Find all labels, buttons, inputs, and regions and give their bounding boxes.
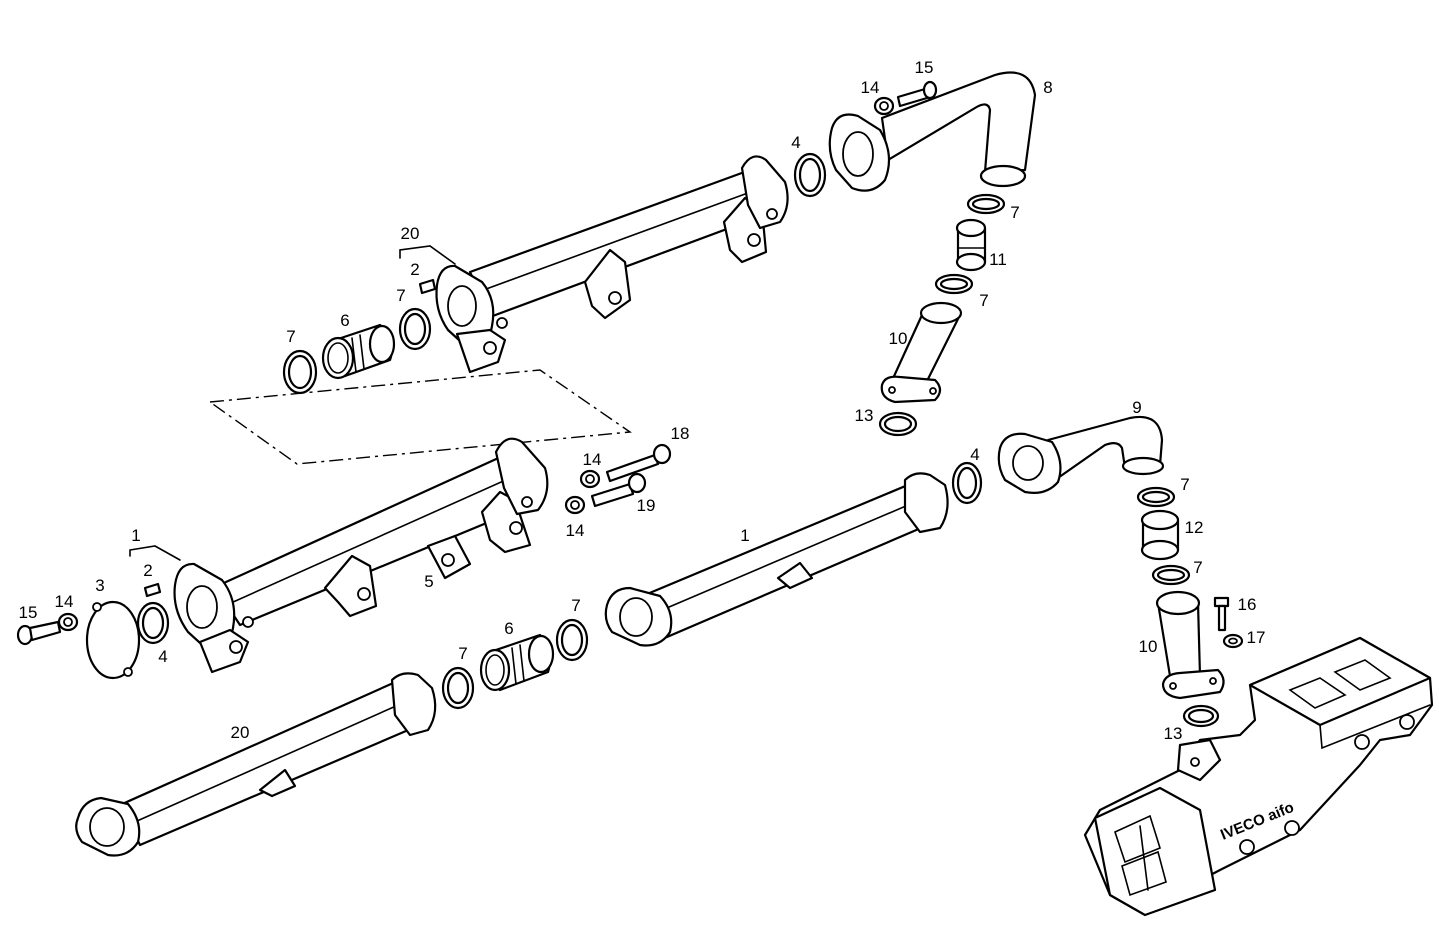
sleeve-12 — [1140, 509, 1180, 561]
label-12: 12 — [1185, 518, 1204, 537]
upper-sleeve-6 — [321, 323, 396, 380]
middle-manifold-pipe — [604, 472, 949, 647]
label-16: 16 — [1238, 595, 1257, 614]
sleeve-6-lower — [479, 633, 555, 692]
label-7-right-b: 7 — [979, 291, 988, 310]
straight-pipe-10-lower — [1155, 590, 1225, 700]
label-7-lower-mid: 7 — [571, 596, 580, 615]
label-6-upper: 6 — [340, 311, 349, 330]
upper-seal-ring-7-left — [282, 349, 318, 395]
bracket-20-upper — [399, 245, 456, 265]
bolt-16 — [1213, 596, 1230, 632]
label-9: 9 — [1132, 398, 1141, 417]
label-10-upper: 10 — [889, 329, 908, 348]
label-7-lower-right-b: 7 — [1193, 558, 1202, 577]
sleeve-11 — [955, 218, 987, 272]
label-4-middle: 4 — [970, 445, 979, 464]
label-17: 17 — [1247, 628, 1266, 647]
label-14-top: 14 — [861, 78, 880, 97]
seal-ring-7-lower-left — [441, 666, 475, 710]
label-20-upper: 20 — [401, 224, 420, 243]
bolt-19 — [590, 472, 647, 508]
nut-14-top — [873, 96, 895, 116]
seal-ring-4-upper — [793, 152, 827, 198]
part-labels: 1 1 2 2 3 4 4 4 5 6 6 7 7 7 7 7 7 7 7 8 … — [19, 58, 1266, 743]
upper-manifold-pipe — [435, 155, 789, 374]
label-6-lower: 6 — [504, 619, 513, 638]
nut-14-lower-mid — [564, 495, 586, 515]
cover-plate-3 — [85, 600, 141, 680]
gasket-13-lower — [1182, 704, 1220, 728]
label-11: 11 — [989, 250, 1007, 269]
label-5: 5 — [424, 572, 433, 591]
bend-pipe-8 — [828, 71, 1037, 192]
label-15-left: 15 — [19, 603, 38, 622]
exhaust-housing: IVECO aifo — [1083, 636, 1434, 917]
label-7-lower-left: 7 — [458, 644, 467, 663]
label-7-upper-mid: 7 — [396, 286, 405, 305]
seal-ring-7-upper-right-b — [934, 273, 974, 295]
seal-ring-7-lower-right-a — [1136, 486, 1176, 508]
label-2-left: 2 — [143, 561, 152, 580]
label-13-lower: 13 — [1164, 724, 1183, 743]
nut-14-upper-mid — [579, 469, 601, 489]
washer-17 — [1222, 633, 1244, 649]
upper-seal-ring-7-right — [398, 307, 432, 351]
bolt-18 — [605, 443, 672, 483]
label-7-lower-right-a: 7 — [1180, 475, 1189, 494]
nut-14-left — [57, 612, 79, 632]
label-14-left: 14 — [55, 592, 74, 611]
elbow-pipe-10-upper — [880, 301, 963, 404]
seal-ring-4-left — [136, 601, 170, 645]
label-7-upper-left: 7 — [286, 327, 295, 346]
label-8: 8 — [1043, 78, 1052, 97]
label-4-left: 4 — [158, 647, 167, 666]
bolt-15-top — [896, 80, 938, 108]
label-1-middle: 1 — [740, 526, 749, 545]
bracket-1-left — [129, 545, 181, 561]
bolt-15-left — [16, 620, 62, 646]
label-3: 3 — [95, 576, 104, 595]
seal-ring-7-lower-right — [555, 618, 589, 662]
lower-manifold-pipe — [75, 672, 437, 857]
label-10-lower: 10 — [1139, 637, 1158, 656]
label-7-right-a: 7 — [1010, 203, 1019, 222]
label-2-upper: 2 — [410, 260, 419, 279]
seal-ring-4-middle — [951, 461, 983, 505]
seal-ring-7-upper-right-a — [966, 193, 1006, 215]
spacer-5 — [426, 534, 472, 580]
label-19: 19 — [637, 496, 656, 515]
left-manifold-pipe — [173, 437, 549, 674]
label-14-mid-upper: 14 — [583, 450, 602, 469]
gasket-13-upper — [878, 411, 918, 437]
upper-stud-2 — [418, 278, 437, 295]
label-13-upper: 13 — [855, 406, 874, 425]
label-18: 18 — [671, 424, 690, 443]
label-20-lower: 20 — [231, 723, 250, 742]
label-15-top: 15 — [915, 58, 934, 77]
label-14-mid-lower: 14 — [566, 521, 585, 540]
seal-ring-7-lower-right-b — [1151, 564, 1191, 586]
label-4-upper: 4 — [791, 133, 800, 152]
bend-pipe-9 — [997, 415, 1165, 494]
alignment-box — [208, 369, 632, 465]
label-1-left: 1 — [131, 526, 140, 545]
stud-2-left — [143, 582, 162, 598]
